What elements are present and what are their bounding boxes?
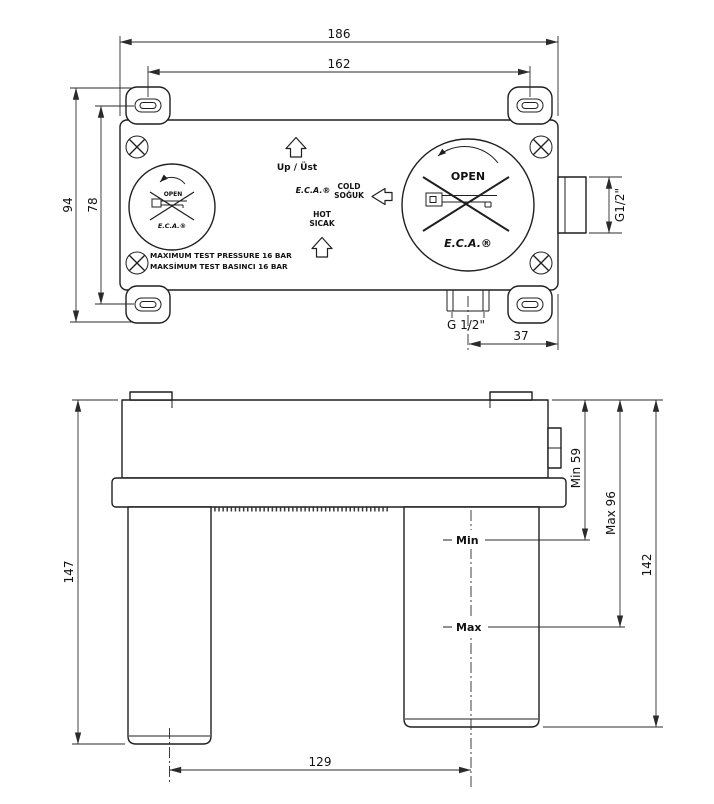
screw-bottom-left bbox=[125, 251, 149, 275]
max-level-marker: Max bbox=[440, 617, 625, 636]
brand-logo-right: E.C.A.® bbox=[444, 237, 492, 250]
dim-142-label: 142 bbox=[640, 554, 654, 577]
max-label: Max bbox=[456, 621, 481, 634]
dim-height-left: 147 bbox=[62, 399, 125, 745]
dim-129-label: 129 bbox=[309, 755, 332, 769]
pressure-note-en: MAXIMUM TEST PRESSURE 16 BAR bbox=[150, 251, 292, 260]
right-valve-dial: OPEN E.C.A.® bbox=[401, 138, 535, 272]
dim-186-label: 186 bbox=[328, 27, 351, 41]
pressure-note-tr: MAKSİMUM TEST BASINCI 16 BAR bbox=[150, 262, 288, 271]
screw-top-right bbox=[529, 135, 553, 159]
cold-label-tr: SOĞUK bbox=[334, 191, 365, 200]
hot-arrow-icon bbox=[311, 236, 333, 258]
left-valve-dial: OPEN E.C.A.® bbox=[128, 163, 216, 251]
hot-label-tr: SICAK bbox=[309, 219, 336, 228]
dim-width-holes: 162 bbox=[147, 57, 531, 97]
dim-leg-spacing: 129 bbox=[169, 755, 471, 774]
hot-label-en: HOT bbox=[313, 210, 332, 219]
dim-94-label: 94 bbox=[61, 197, 75, 212]
dim-min59-label: Min 59 bbox=[569, 448, 583, 488]
dim-side-port: G1/2" bbox=[589, 176, 627, 234]
side-port bbox=[557, 176, 587, 234]
top-view: OPEN E.C.A.® OPEN E.C.A.® bbox=[61, 27, 627, 352]
valve-body-side bbox=[121, 399, 549, 479]
open-direction-arrow bbox=[437, 146, 499, 164]
open-label-left: OPEN bbox=[164, 191, 183, 198]
pressure-note: MAXIMUM TEST PRESSURE 16 BAR MAKSİMUM TE… bbox=[150, 251, 292, 271]
dim-147-label: 147 bbox=[62, 561, 76, 584]
brand-logo-left: E.C.A.® bbox=[158, 222, 186, 230]
dim-max96-label: Max 96 bbox=[604, 491, 618, 535]
dim-height-outer: 94 bbox=[61, 87, 132, 323]
mounting-tab-bottom-right bbox=[507, 285, 553, 324]
dim-right-group: Min 59 Max 96 142 bbox=[543, 399, 663, 728]
open-label-right: OPEN bbox=[451, 170, 485, 183]
up-label: Up / Üst bbox=[277, 162, 318, 173]
cold-label-en: COLD bbox=[338, 182, 361, 191]
dim-162-label: 162 bbox=[328, 57, 351, 71]
side-view: Min Max 147 Min 59 Max 96 142 bbox=[62, 391, 663, 790]
tab-edge-left bbox=[129, 391, 173, 401]
brand-logo-center: E.C.A.® bbox=[296, 186, 331, 195]
mounting-tab-bottom-left bbox=[125, 285, 171, 324]
dim-37-label: 37 bbox=[513, 329, 528, 343]
min-label: Min bbox=[456, 534, 479, 547]
bottom-port-size-label: G 1/2" bbox=[447, 318, 485, 332]
side-port-size-label: G1/2" bbox=[613, 188, 627, 222]
cold-arrow-icon bbox=[371, 187, 393, 206]
side-port-edge bbox=[547, 427, 562, 469]
screw-bottom-right bbox=[529, 251, 553, 275]
dim-height-holes: 78 bbox=[86, 105, 134, 305]
flange-plate bbox=[111, 477, 567, 508]
dim-port-offset: 37 bbox=[467, 294, 559, 352]
tab-edge-right bbox=[489, 391, 533, 401]
up-arrow-icon bbox=[285, 136, 307, 158]
open-direction-arrow-small bbox=[159, 174, 186, 185]
min-level-marker: Min bbox=[440, 530, 590, 549]
left-leg bbox=[127, 506, 212, 745]
mounting-tab-top-left bbox=[125, 86, 171, 125]
orientation-labels: Up / Üst E.C.A.® COLD SOĞUK HOT SICAK bbox=[277, 136, 393, 258]
key-head-small bbox=[151, 198, 162, 208]
dim-78-label: 78 bbox=[86, 197, 100, 212]
dim-width-outer: 186 bbox=[119, 27, 559, 116]
screw-top-left bbox=[125, 135, 149, 159]
